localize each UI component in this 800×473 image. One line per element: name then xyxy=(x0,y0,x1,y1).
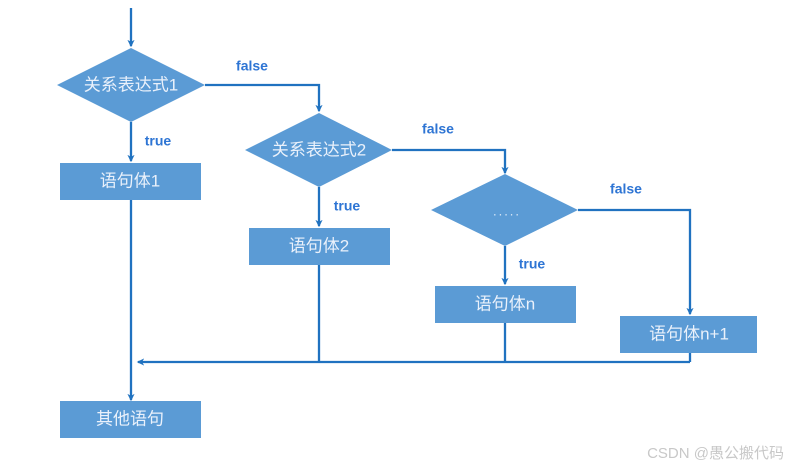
decision2-label: 关系表达式2 xyxy=(272,140,366,159)
body1-label: 语句体1 xyxy=(100,171,160,190)
diamond-shape xyxy=(245,113,392,187)
edge-label-false-3: false xyxy=(610,181,642,197)
edge-label-false-1: false xyxy=(236,58,268,74)
process-node-bodyn[interactable]: 语句体n xyxy=(435,286,576,323)
edge-decision2-false-to-decision3 xyxy=(392,148,509,175)
rect-shape xyxy=(249,228,390,265)
process-node-body2[interactable]: 语句体2 xyxy=(249,228,390,265)
process-node-other[interactable]: 其他语句 xyxy=(60,401,201,438)
diamond-shape xyxy=(57,48,205,122)
edge-decision3-false-to-bodyn1 xyxy=(578,208,694,316)
diamond-shape xyxy=(431,174,578,246)
edge-decision1-false-to-decision2 xyxy=(205,83,323,113)
decision3-label: ..... xyxy=(493,203,521,218)
process-node-body1[interactable]: 语句体1 xyxy=(60,163,201,200)
other-label: 其他语句 xyxy=(96,409,164,428)
rect-shape xyxy=(435,286,576,323)
rect-shape xyxy=(620,316,757,353)
decision-node-1[interactable]: 关系表达式1 xyxy=(57,48,205,122)
rect-shape xyxy=(60,401,201,438)
bodyn1-label: 语句体n+1 xyxy=(649,324,729,343)
decision-node-3[interactable]: ..... xyxy=(431,174,578,246)
rect-shape xyxy=(60,163,201,200)
decision1-label: 关系表达式1 xyxy=(84,75,178,94)
edge-label-true-3: true xyxy=(519,256,546,272)
edge-label-true-1: true xyxy=(145,133,172,149)
edge-label-true-2: true xyxy=(334,198,361,214)
decision-node-2[interactable]: 关系表达式2 xyxy=(245,113,392,187)
edge-label-false-2: false xyxy=(422,121,454,137)
bodyn-label: 语句体n xyxy=(475,294,535,313)
csdn-watermark: CSDN @愚公搬代码 xyxy=(647,445,784,462)
process-node-bodyn1[interactable]: 语句体n+1 xyxy=(620,316,757,353)
body2-label: 语句体2 xyxy=(289,236,349,255)
